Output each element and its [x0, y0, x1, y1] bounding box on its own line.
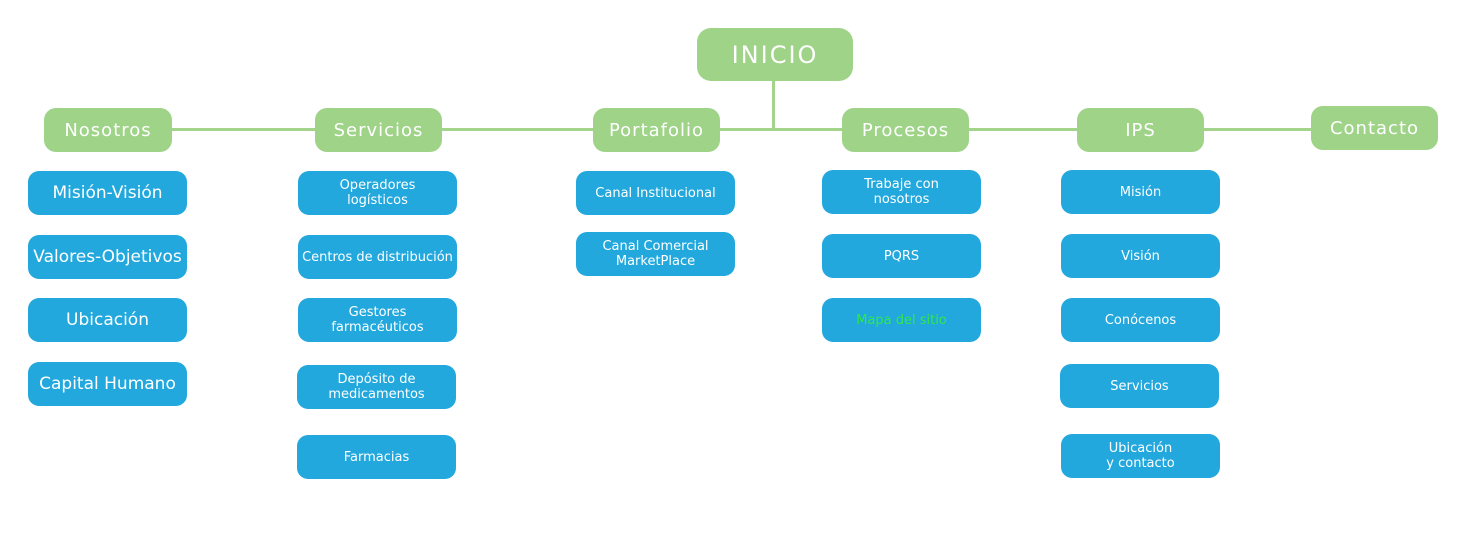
nav-servicios[interactable]: Servicios: [315, 108, 442, 152]
nav-portafolio[interactable]: Portafolio: [593, 108, 720, 152]
nosotros-item-valores-objetivos[interactable]: Valores-Objetivos: [28, 235, 187, 279]
inicio-node[interactable]: INICIO: [697, 28, 853, 81]
root-connector: [772, 80, 775, 131]
portafolio-item-canal-comercial[interactable]: Canal Comercial MarketPlace: [576, 232, 735, 276]
portafolio-item-canal-institucional[interactable]: Canal Institucional: [576, 171, 735, 215]
procesos-item-trabaje-con-nosotros[interactable]: Trabaje con nosotros: [822, 170, 981, 214]
ips-item-vision[interactable]: Visión: [1061, 234, 1220, 278]
ips-item-conocenos[interactable]: Conócenos: [1061, 298, 1220, 342]
servicios-item-farmacias[interactable]: Farmacias: [297, 435, 456, 479]
nav-nosotros[interactable]: Nosotros: [44, 108, 172, 152]
procesos-item-pqrs[interactable]: PQRS: [822, 234, 981, 278]
nosotros-item-capital-humano[interactable]: Capital Humano: [28, 362, 187, 406]
procesos-item-mapa-del-sitio[interactable]: Mapa del sitio: [822, 298, 981, 342]
ips-item-ubicacion-contacto[interactable]: Ubicación y contacto: [1061, 434, 1220, 478]
ips-item-mision[interactable]: Misión: [1061, 170, 1220, 214]
horizontal-connector: [108, 128, 1374, 131]
nav-contacto[interactable]: Contacto: [1311, 106, 1438, 150]
nav-procesos[interactable]: Procesos: [842, 108, 969, 152]
nosotros-item-ubicacion[interactable]: Ubicación: [28, 298, 187, 342]
servicios-item-operadores-logisticos[interactable]: Operadores logísticos: [298, 171, 457, 215]
servicios-item-deposito-medicamentos[interactable]: Depósito de medicamentos: [297, 365, 456, 409]
servicios-item-gestores-farmaceuticos[interactable]: Gestores farmacéuticos: [298, 298, 457, 342]
ips-item-servicios[interactable]: Servicios: [1060, 364, 1219, 408]
servicios-item-centros-distribucion[interactable]: Centros de distribución: [298, 235, 457, 279]
nosotros-item-mision-vision[interactable]: Misión-Visión: [28, 171, 187, 215]
nav-ips[interactable]: IPS: [1077, 108, 1204, 152]
